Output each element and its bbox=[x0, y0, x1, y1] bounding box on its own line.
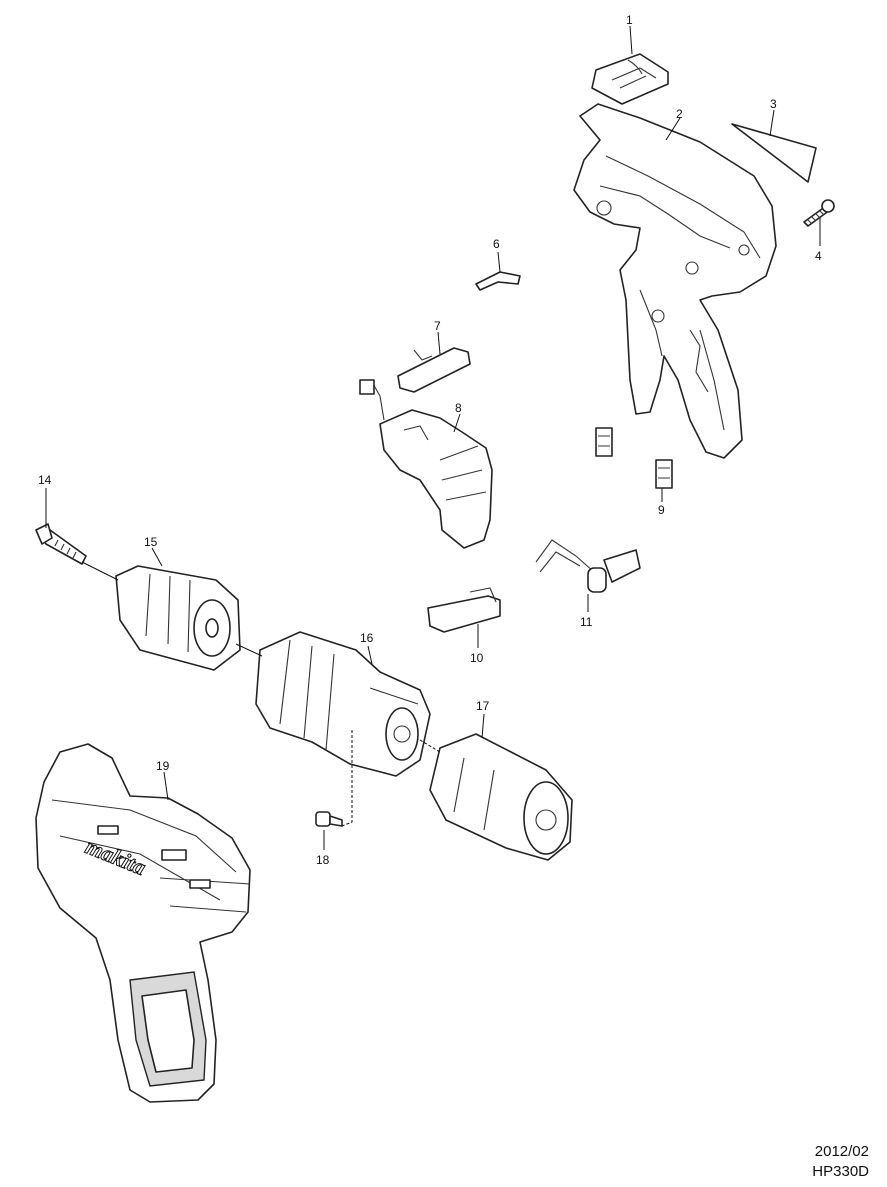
callout-7: 7 bbox=[434, 319, 441, 333]
callout-18: 18 bbox=[316, 853, 330, 867]
callout-17: 17 bbox=[476, 699, 490, 713]
callout-10: 10 bbox=[470, 651, 484, 665]
part-3-nameplate bbox=[731, 123, 817, 183]
callout-3: 3 bbox=[770, 97, 777, 111]
callout-1: 1 bbox=[626, 13, 633, 27]
callout-9: 9 bbox=[658, 503, 665, 517]
diagram-date: 2012/02 bbox=[814, 1143, 869, 1160]
part-18-screw bbox=[315, 811, 343, 827]
part-7-plate bbox=[397, 347, 471, 393]
callout-6: 6 bbox=[493, 237, 500, 251]
callout-2: 2 bbox=[676, 107, 683, 121]
callout-14: 14 bbox=[38, 473, 52, 487]
callout-15: 15 bbox=[144, 535, 158, 549]
part-19-assembled-drill: makita bbox=[35, 743, 251, 1103]
part-17-motor bbox=[429, 733, 573, 861]
callout-19: 19 bbox=[156, 759, 170, 773]
part-15-chuck bbox=[115, 565, 241, 671]
model-number: HP330D bbox=[812, 1163, 869, 1180]
part-9-terminals bbox=[595, 427, 673, 489]
part-6-spring bbox=[475, 271, 521, 291]
callout-labels: 1 2 3 4 6 7 8 9 10 11 14 15 16 17 18 19 bbox=[38, 13, 822, 867]
callout-16: 16 bbox=[360, 631, 374, 645]
leader-lines bbox=[45, 25, 821, 850]
part-16-gear-assembly bbox=[255, 631, 431, 777]
part-14-screw bbox=[35, 523, 87, 565]
part-8-switch bbox=[359, 379, 493, 549]
part-11-capacitor bbox=[535, 539, 641, 593]
part-10-holder bbox=[427, 587, 501, 633]
callout-4: 4 bbox=[815, 249, 822, 263]
part-2-housing bbox=[573, 103, 777, 459]
part-1-lever bbox=[591, 53, 669, 105]
callout-11: 11 bbox=[580, 615, 593, 629]
callout-8: 8 bbox=[455, 401, 462, 415]
part-4-screw bbox=[803, 199, 835, 227]
